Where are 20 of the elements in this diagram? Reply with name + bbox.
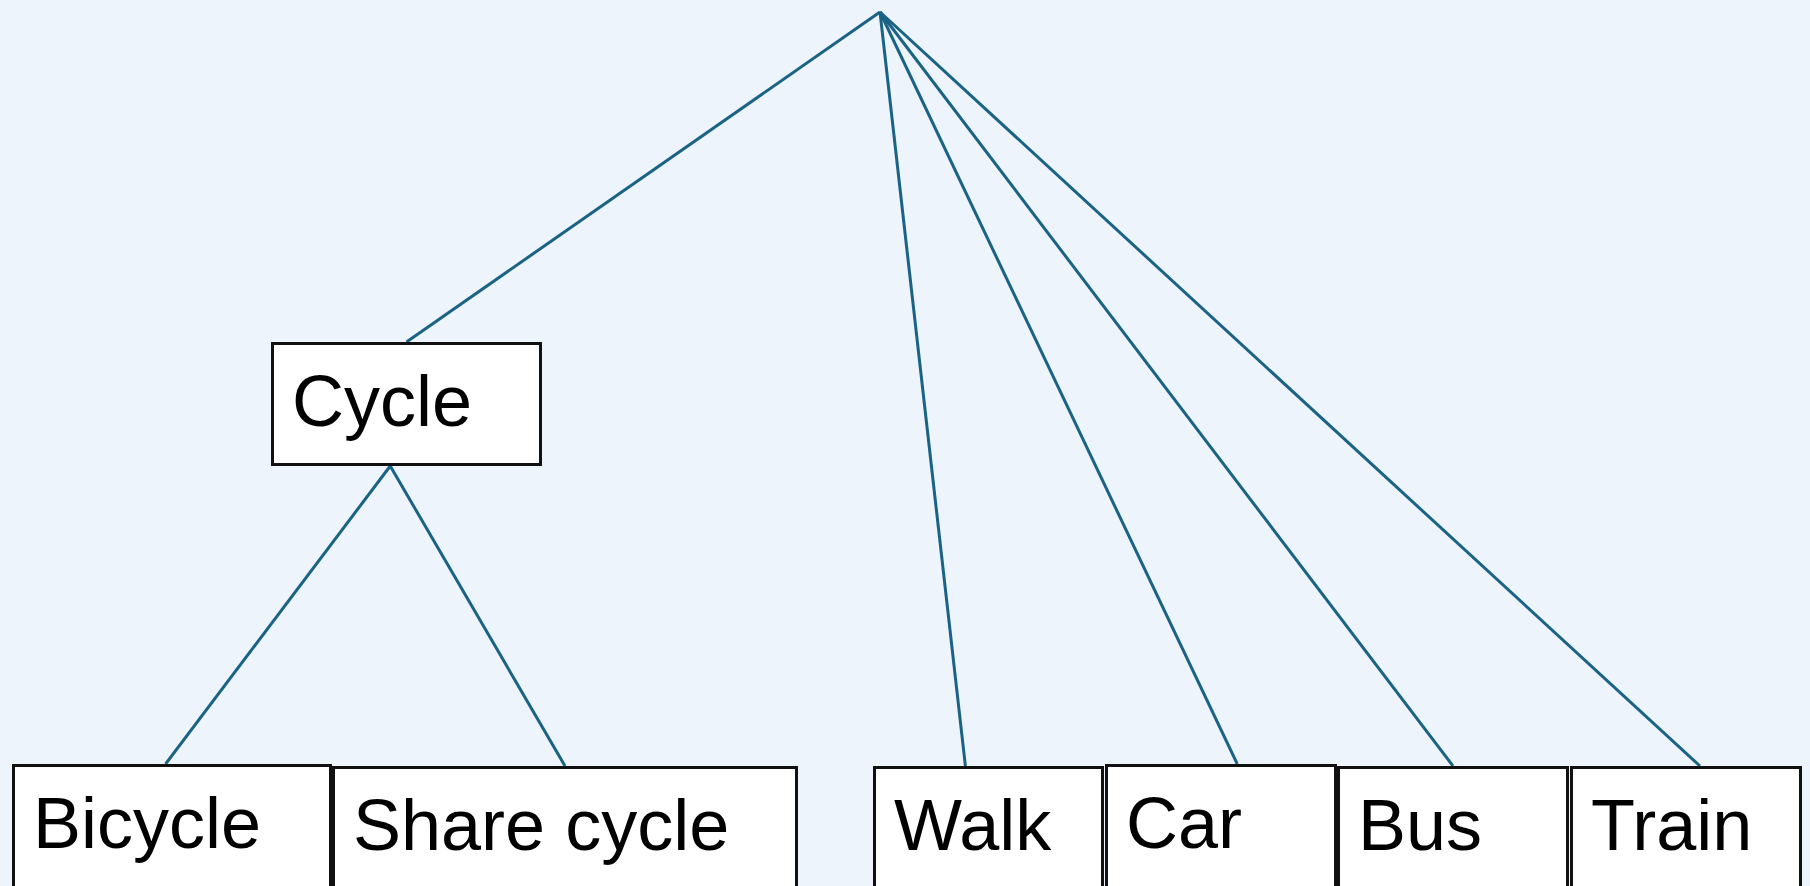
node-label: Walk [894, 784, 1052, 867]
node-label: Bicycle [33, 782, 262, 865]
tree-node-box [1570, 766, 1802, 886]
tree-node-box [332, 766, 798, 886]
connector-line [405, 10, 881, 344]
connector-line [878, 11, 967, 767]
connector-line [879, 10, 1701, 768]
connector-line [164, 465, 392, 765]
tree-node-box [12, 764, 332, 886]
node-label: Cycle [292, 360, 473, 443]
tree-node-box [873, 766, 1104, 886]
connector-line [878, 11, 1455, 767]
tree-node-box [1337, 766, 1569, 886]
node-label: Bus [1358, 784, 1483, 867]
node-label: Car [1126, 782, 1242, 865]
connector-line [388, 465, 567, 767]
tree-node-box [1105, 764, 1337, 886]
node-label: Train [1591, 784, 1753, 867]
tree-node-box [271, 342, 542, 466]
node-label: Share cycle [353, 784, 730, 867]
